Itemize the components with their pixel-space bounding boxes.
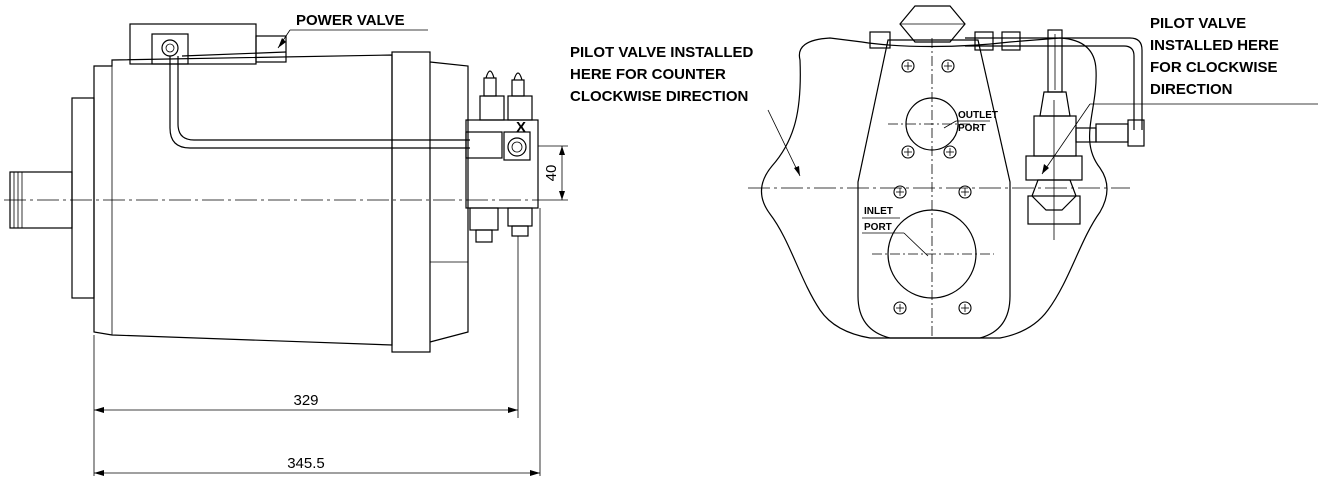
pilot-cw-label-3: FOR CLOCKWISE <box>1150 59 1278 76</box>
pilot-ccw-label-1: PILOT VALVE INSTALLED <box>570 44 754 61</box>
inlet-port-label-1: INLET <box>864 206 893 217</box>
svg-text:40: 40 <box>543 165 560 182</box>
outlet-port-label-1: OUTLET <box>958 110 998 121</box>
svg-text:345.5: 345.5 <box>287 455 325 472</box>
end-cap <box>391 51 431 353</box>
dimension-345: 345.5 <box>94 455 540 476</box>
mount-flange <box>71 97 95 299</box>
port-x-label: X <box>516 119 526 136</box>
pilot-line <box>169 56 470 149</box>
pilot-cw-label-1: PILOT VALVE <box>1150 15 1246 32</box>
side-view: X POWER VALVE 40 329 <box>4 12 568 476</box>
pilot-ccw-label-3: CLOCKWISE DIRECTION <box>570 88 748 105</box>
pilot-valve-cw <box>1025 29 1097 240</box>
inlet-port-label-2: PORT <box>864 222 892 233</box>
svg-text:329: 329 <box>293 392 318 409</box>
pilot-valve-block <box>465 70 539 243</box>
end-view: OUTLET PORT INLET PORT PILOT VALVE INSTA… <box>570 5 1318 339</box>
pilot-cw-label-4: DIRECTION <box>1150 81 1233 98</box>
pilot-cw-label-2: INSTALLED HERE <box>1150 37 1279 54</box>
mounting-plate <box>857 39 1011 339</box>
dimension-40: 40 <box>538 145 568 201</box>
outlet-port-label-2: PORT <box>958 123 986 134</box>
dimension-329: 329 <box>94 392 518 413</box>
power-valve-label: POWER VALVE <box>296 12 405 29</box>
pilot-ccw-label-2: HERE FOR COUNTER <box>570 66 726 83</box>
bolt-holes <box>893 59 972 315</box>
